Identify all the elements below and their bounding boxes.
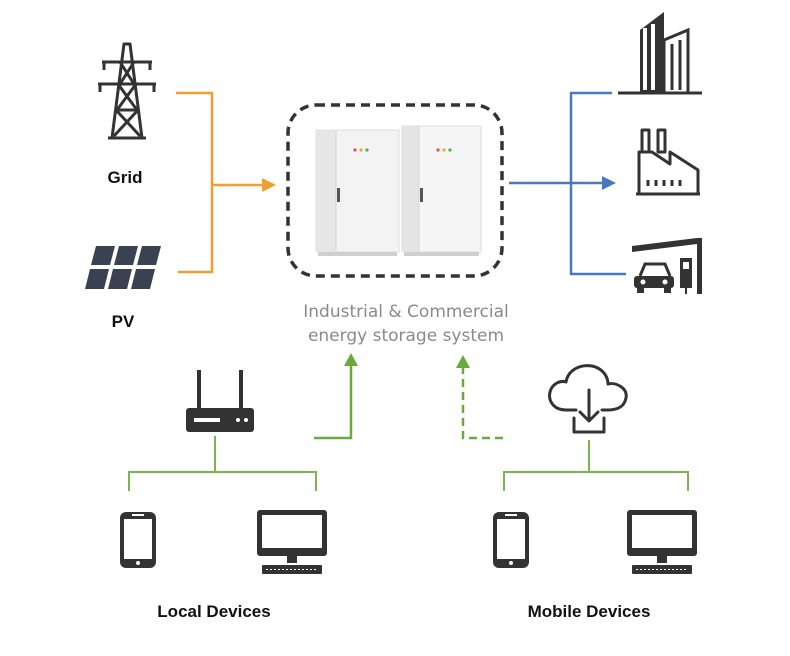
ev-charger-icon: [632, 238, 702, 294]
smartphone-icon: [493, 512, 529, 568]
router-icon: [186, 370, 254, 432]
local-devices-label: Local Devices: [157, 602, 270, 621]
source-connector-lines: [176, 91, 268, 274]
ess-caption-line2: energy storage system: [308, 326, 504, 346]
mobile-uplink-arrow-icon: [456, 355, 470, 368]
cloud-download-icon: [548, 364, 628, 434]
mobile-devices-label: Mobile Devices: [528, 602, 651, 621]
source-arrow-icon: [262, 178, 276, 192]
ess-caption-line1: Industrial & Commercial: [303, 302, 508, 322]
solar-panel-icon: [85, 246, 161, 289]
grid-label: Grid: [108, 168, 143, 187]
desktop-monitor-icon: [627, 510, 697, 574]
local-uplink-arrow-icon: [344, 353, 358, 366]
load-connector-lines: [509, 91, 626, 276]
local-devices-tree-lines: [128, 436, 317, 491]
load-arrow-icon: [602, 176, 616, 190]
pv-label: PV: [112, 312, 135, 331]
factory-icon: [636, 128, 700, 196]
smartphone-icon: [120, 512, 156, 568]
desktop-monitor-icon: [257, 510, 327, 574]
transmission-tower-icon: [98, 42, 156, 140]
mobile-uplink-line: [461, 364, 503, 440]
ess-cabinet-icon: [315, 125, 482, 256]
local-uplink-line: [314, 362, 353, 440]
mobile-devices-tree-lines: [503, 440, 689, 491]
office-building-icon: [618, 12, 702, 95]
ess-dashed-frame: [286, 103, 504, 278]
